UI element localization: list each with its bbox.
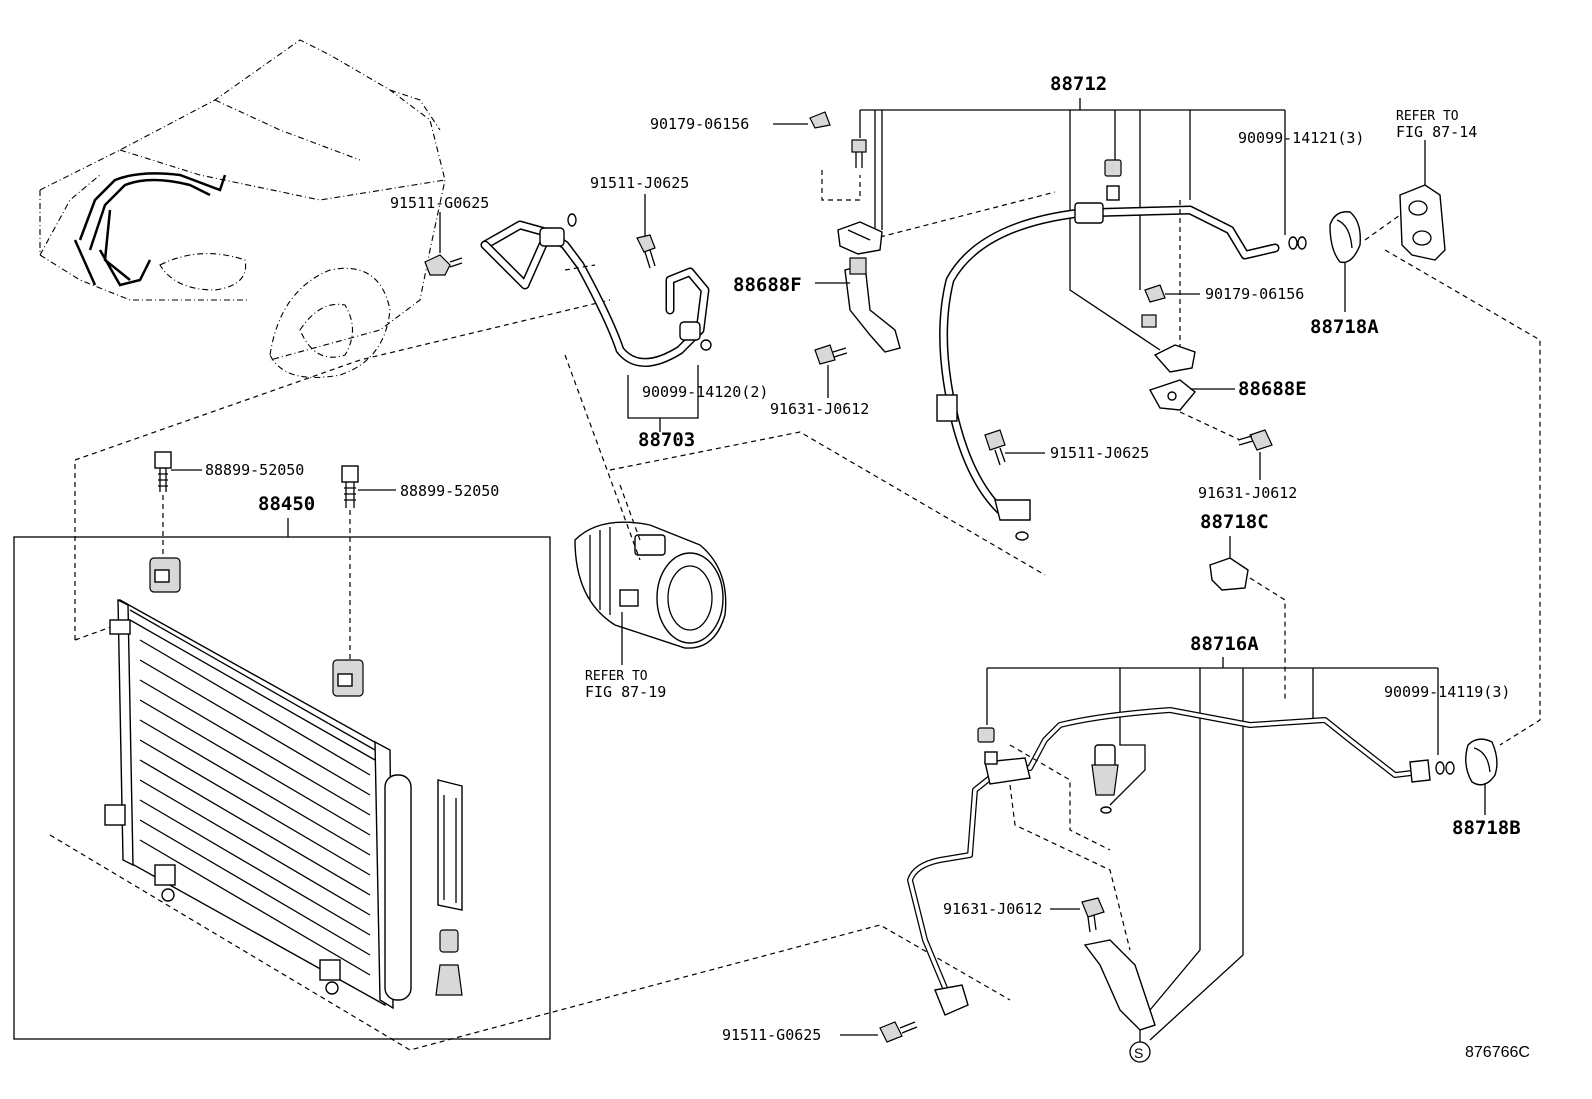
grommet (1399, 184, 1446, 261)
clamp-88718c (1209, 557, 1249, 591)
compressor (574, 521, 727, 649)
label-91631-j0612-right: 91631-J0612 (1198, 484, 1297, 502)
nut-06156-top (809, 111, 831, 129)
label-91511-j0625-mid: 91511-J0625 (1050, 444, 1149, 462)
diagram-id: 876766C (1465, 1044, 1530, 1061)
label-90179-06156-right: 90179-06156 (1205, 285, 1304, 303)
bolt-clip-top (851, 139, 867, 168)
suction-hose (936, 202, 1307, 541)
label-90179-06156-top: 90179-06156 (650, 115, 749, 133)
label-88899-52050-a: 88899-52050 (205, 461, 304, 479)
bolt-j0625-mid (984, 429, 1006, 466)
ref-fig-87-14-line2: FIG 87-14 (1396, 123, 1477, 141)
label-88718b: 88718B (1452, 817, 1521, 839)
label-88450: 88450 (258, 493, 315, 515)
label-88899-52050-b: 88899-52050 (400, 482, 499, 500)
label-91511-j0625-top: 91511-J0625 (590, 174, 689, 192)
label-90099-14119: 90099-14119(3) (1384, 683, 1510, 701)
ref-fig-87-19-line2: FIG 87-19 (585, 683, 666, 701)
liquid-tube (907, 707, 1455, 1016)
bolt-g0625-bottom (879, 1021, 918, 1043)
tube-bracket (1083, 939, 1156, 1031)
label-88718c: 88718C (1200, 511, 1269, 533)
ref-fig-87-19-line1: REFER TO (585, 669, 648, 684)
label-88712: 88712 (1050, 73, 1107, 95)
bolt-j0612-left (814, 344, 848, 365)
bolt-g0625-top (424, 254, 463, 276)
label-91511-g0625-top: 91511-G0625 (390, 194, 489, 212)
cooler-clamp-88688f (844, 257, 901, 353)
cap-88712 (1104, 159, 1122, 201)
bolt-j0612-bottom (1081, 897, 1105, 933)
cooler-clamp-88688e (1148, 379, 1196, 411)
bolt-j0625-top (636, 234, 656, 269)
ref-fig-87-14-line1: REFER TO (1396, 109, 1459, 124)
pressure-switch (1091, 744, 1119, 814)
clip-right (1153, 344, 1196, 373)
label-90099-14121: 90099-14121(3) (1238, 129, 1364, 147)
bolt-j0612-right (1237, 429, 1273, 451)
condenser-bolts (149, 451, 396, 697)
label-91511-g0625-bottom: 91511-G0625 (722, 1026, 821, 1044)
label-88716a: 88716A (1190, 633, 1259, 655)
label-88703: 88703 (638, 429, 695, 451)
label-88718a: 88718A (1310, 316, 1379, 338)
clip-upper (837, 221, 883, 255)
receiver-drier (384, 774, 463, 1001)
seal-88718a (1329, 211, 1361, 264)
label-88688e: 88688E (1238, 378, 1307, 400)
condenser-frame (13, 536, 551, 1040)
seal-88718b (1465, 738, 1498, 786)
discharge-hose (480, 213, 712, 367)
label-88688f: 88688F (733, 274, 802, 296)
car-outline (39, 39, 446, 378)
label-91631-j0612-left: 91631-J0612 (770, 400, 869, 418)
s-mark: S (1134, 1045, 1143, 1061)
label-91631-j0612-bottom: 91631-J0612 (943, 900, 1042, 918)
nut-06156-right (1141, 284, 1166, 328)
label-90099-14120: 90099-14120(2) (642, 383, 768, 401)
